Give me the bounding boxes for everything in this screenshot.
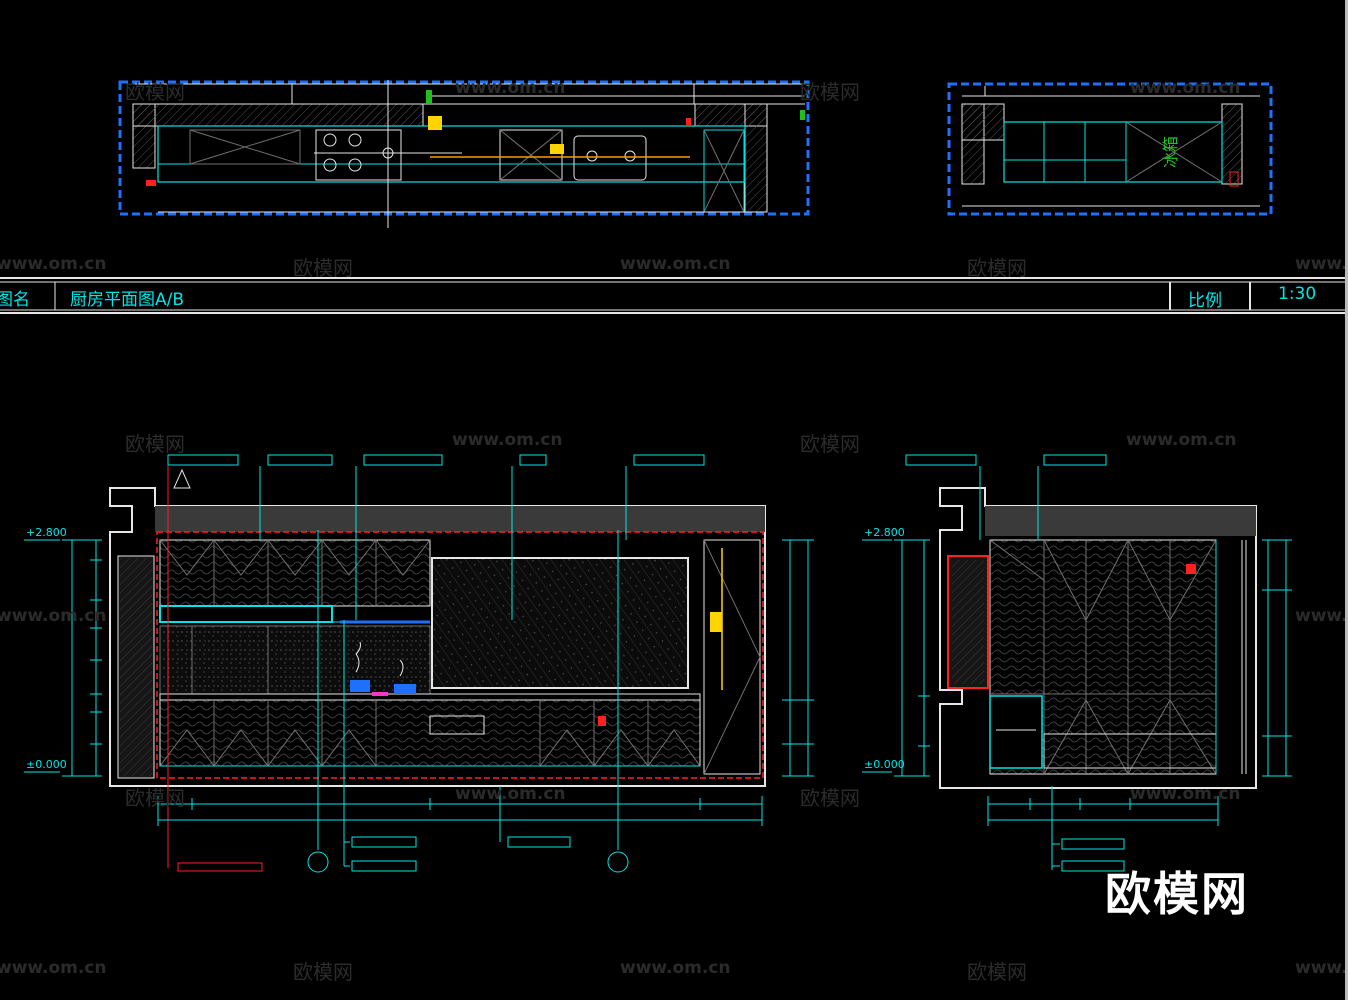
watermark-cn: 欧模网 [800,80,860,104]
watermark-cn: 欧模网 [125,786,185,810]
elevation-b-bottom-level: ±0.000 [864,758,905,771]
watermark-cn: 欧模网 [800,786,860,810]
watermark-url: www.om.cn [620,958,731,978]
site-logo: 欧模网 [1105,867,1249,921]
watermark-cn: 欧模网 [800,432,860,456]
watermark-cn: 欧模网 [125,432,185,456]
watermark-cn: 欧模网 [293,960,353,984]
watermark-url: www.om.cn [0,606,107,626]
fridge-label: 冰箱 [1161,136,1180,168]
drawing-title: 厨房平面图A/B [70,290,185,310]
elevation-a: +2.800 ±0.000 [24,454,814,873]
elevation-b-top-level: +2.800 [864,526,905,539]
watermark-cn: 欧模网 [967,256,1027,280]
title-block [0,277,1348,314]
watermark-url: www.om.cn [620,254,731,274]
watermark-url: www.om.cn [455,784,566,804]
watermark-url: www.om.cn [1130,78,1241,98]
scale-label: 比例 [1188,291,1222,311]
watermark-url: www.om.cn [0,254,107,274]
scale-value: 1:30 [1278,284,1317,304]
watermark-cn: 欧模网 [293,256,353,280]
elevation-a-top-level: +2.800 [26,526,67,539]
watermark-url: www.om.cn [1295,606,1348,626]
watermark-cn: 欧模网 [967,960,1027,984]
watermark-cn: 欧模网 [125,80,185,104]
window-edge [1345,0,1348,1000]
watermark-url: www.om.cn [455,78,566,98]
watermark-url: www.om.cn [0,958,107,978]
elevation-b: +2.800 ±0.000 [862,454,1292,872]
watermark-url: www.om.cn [452,430,563,450]
watermark-url: www.om.cn [1126,430,1237,450]
kitchen-plan-a [118,80,810,228]
kitchen-plan-b: 冰箱 [947,82,1273,216]
elevation-a-bottom-level: ±0.000 [26,758,67,771]
watermark-url: www.om.cn [1295,254,1348,274]
watermark-url: www.om.cn [1295,958,1348,978]
title-name-label: 图名 [0,290,30,310]
watermark-url: www.om.cn [1130,784,1241,804]
